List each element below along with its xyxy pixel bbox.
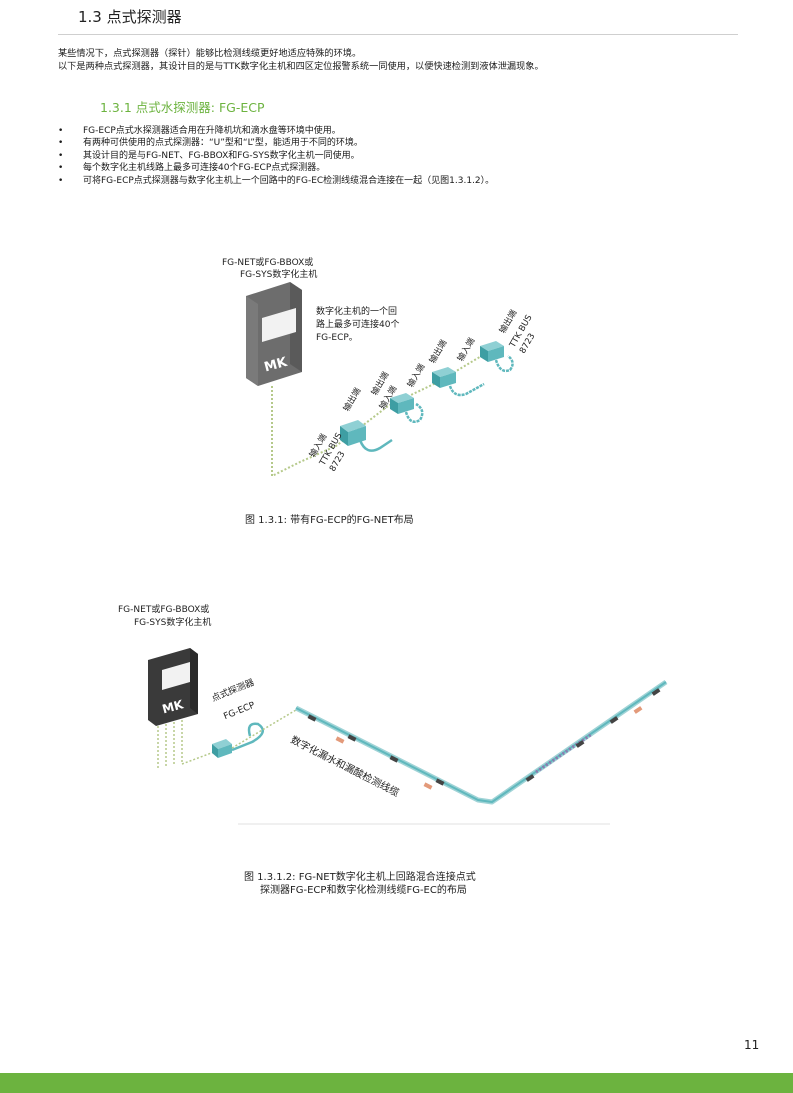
fig1-caption: 图 1.3.1: 带有FG-ECP的FG-NET布局 [245, 515, 414, 526]
intro-line-2: 以下是两种点式探测器，其设计目的是与TTK数字化主机和四区定位报警系统一同使用，… [58, 61, 544, 72]
fig1-note-line1: 数字化主机的一个回 [316, 307, 398, 317]
fig2-caption-line2: 探测器FG-ECP和数字化检测线缆FG-EC的布局 [260, 885, 467, 896]
bullet-text: FG-ECP点式水探测器适合用在升降机坑和滴水盘等环境中使用。 [83, 126, 341, 136]
fig1-note-line3: FG-ECP。 [316, 333, 358, 343]
fig1-host-label-line1: FG-NET或FG-BBOX或 [222, 258, 314, 268]
bullet-text: 其设计目的是与FG-NET、FG-BBOX和FG-SYS数字化主机一同使用。 [83, 150, 360, 161]
fig1-note-line2: 路上最多可连接40个 [316, 320, 400, 330]
fig2-host-cabinet: MK [148, 648, 198, 726]
footer-bar [0, 1073, 793, 1093]
fig1-detector [480, 341, 514, 373]
bullet-item: • 可将FG-ECP点式探测器与数字化主机上一个回路中的FG-EC检测线缆混合连接… [56, 175, 494, 187]
intro-line-1: 某些情况下，点式探测器（探针）能够比检测线缆更好地适应特殊的环境。 [58, 48, 362, 59]
bullet-item: • FG-ECP点式水探测器适合用在升降机坑和滴水盘等环境中使用。 [56, 125, 494, 137]
title-divider [58, 34, 738, 35]
fig2-diagram: MK 数字化漏水和漏酸检测线缆 [148, 648, 668, 825]
page-number: 11 [744, 1038, 760, 1052]
fig1-input-label: 输入端 [405, 361, 428, 389]
fig2-detection-cable [294, 679, 668, 805]
fig2-cable-section [535, 732, 593, 774]
fig1-output-label: 输出端 [427, 337, 450, 365]
fig2-host-label-line2: FG-SYS数字化主机 [134, 618, 212, 628]
bullet-icon: • [58, 126, 64, 136]
fig2-host-wire [181, 751, 215, 765]
fig1-host-label-line2: FG-SYS数字化主机 [240, 270, 318, 280]
fig2-cable-label: 数字化漏水和漏酸检测线缆 [289, 733, 402, 799]
fig1-detector [390, 393, 424, 423]
fig1-diagram: MK 输入端 TTK BUS 8723 输出端 输出端 输入端 输入端 输出端 … [246, 282, 537, 478]
fig2-detection-cable-core [295, 681, 667, 803]
bullet-text: 有两种可供使用的点式探测器：“U”型和“L”型，能适用于不同的环境。 [83, 138, 363, 149]
bullet-icon: • [58, 175, 64, 186]
fig1-output-label: 输出端 [341, 385, 364, 413]
bullet-icon: • [58, 163, 64, 174]
subsection-title: 1.3.1 点式水探测器: FG-ECP [100, 100, 265, 115]
fig1-logo-icon: MK [263, 355, 290, 376]
bullet-text: 每个数字化主机线路上最多可连接40个FG-ECP点式探测器。 [83, 163, 326, 174]
fig2-caption-line1: 图 1.3.1.2: FG-NET数字化主机上回路混合连接点式 [244, 872, 476, 883]
feature-bullet-list: • FG-ECP点式水探测器适合用在升降机坑和滴水盘等环境中使用。 • 有两种可供使… [56, 125, 494, 187]
bullet-item: • 每个数字化主机线路上最多可连接40个FG-ECP点式探测器。 [56, 162, 494, 174]
fig2-host-label-line1: FG-NET或FG-BBOX或 [118, 605, 210, 615]
bullet-text: 可将FG-ECP点式探测器与数字化主机上一个回路中的FG-EC检测线缆混合连接在… [83, 175, 495, 186]
fig2-cable-connectors [307, 688, 661, 786]
fig2-logo-icon: MK [161, 697, 186, 716]
fig2-cable-tags [335, 706, 643, 790]
bullet-item: • 其设计目的是与FG-NET、FG-BBOX和FG-SYS数字化主机一同使用。 [56, 150, 494, 162]
bullet-icon: • [58, 138, 64, 149]
fig1-host-cabinet: MK [246, 282, 302, 386]
fig1-detector [432, 367, 485, 397]
fig2-point-detector [212, 722, 265, 758]
bullet-icon: • [58, 150, 64, 161]
bullet-item: • 有两种可供使用的点式探测器：“U”型和“L”型，能适用于不同的环境。 [56, 137, 494, 149]
fig1-detector [340, 420, 393, 452]
fig2-link-wire [231, 709, 297, 749]
section-title: 1.3 点式探测器 [78, 8, 182, 26]
fig1-connection-cable [271, 351, 489, 478]
